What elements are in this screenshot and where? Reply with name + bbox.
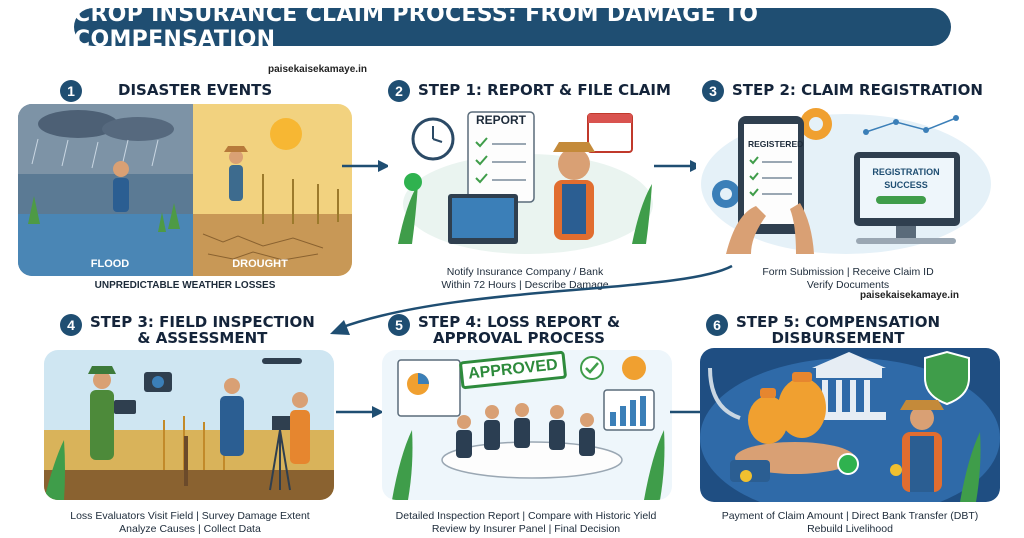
- watermark-top: paisekaisekamaye.in: [268, 64, 367, 75]
- step-6-title: STEP 5: COMPENSATION DISBURSEMENT: [736, 314, 940, 346]
- page-title: CROP INSURANCE CLAIM PROCESS: FROM DAMAG…: [74, 2, 951, 52]
- step-5-caption-line-2: Review by Insurer Panel | Final Decision: [431, 523, 621, 535]
- step-1-illustration: [18, 104, 352, 276]
- step-1-number: 1: [60, 80, 82, 102]
- step-4-caption-line-1: Loss Evaluators Visit Field | Survey Dam…: [70, 510, 310, 522]
- step-3-caption: Form Submission | Receive Claim ID Verif…: [706, 266, 990, 292]
- step-6-caption-line-2: Rebuild Livelihood: [807, 523, 893, 535]
- step-4-title: STEP 3: FIELD INSPECTION & ASSESSMENT: [90, 314, 315, 346]
- step-4-title-line-2: & ASSESSMENT: [137, 329, 268, 347]
- drought-label: DROUGHT: [232, 258, 288, 270]
- step-4-header: 4 STEP 3: FIELD INSPECTION & ASSESSMENT: [60, 314, 315, 346]
- step-3-caption-line-2: Verify Documents: [806, 279, 890, 291]
- step-1-caption-line-1: UNPREDICTABLE WEATHER LOSSES: [94, 280, 276, 291]
- step-6-number: 6: [706, 314, 728, 336]
- step-5-number: 5: [388, 314, 410, 336]
- step-4-caption: Loss Evaluators Visit Field | Survey Dam…: [40, 510, 340, 536]
- step-2-caption: Notify Insurance Company / Bank Within 7…: [398, 266, 652, 292]
- report-label: REPORT: [475, 113, 526, 127]
- arrow-3-to-4: [330, 264, 733, 335]
- step-5-title-line-2: APPROVAL PROCESS: [433, 329, 605, 347]
- step-4-title-line-1: STEP 3: FIELD INSPECTION: [90, 313, 315, 331]
- step-5-caption-line-1: Detailed Inspection Report | Compare wit…: [395, 510, 657, 522]
- step-2-title: STEP 1: REPORT & FILE CLAIM: [418, 81, 671, 99]
- step-3-caption-line-1: Form Submission | Receive Claim ID: [762, 266, 934, 278]
- step-5-title: STEP 4: LOSS REPORT & APPROVAL PROCESS: [418, 314, 620, 346]
- arrow-1-to-2: [342, 160, 390, 172]
- step-6-title-line-2: DISBURSEMENT: [771, 329, 905, 347]
- step-1-caption: UNPREDICTABLE WEATHER LOSSES: [40, 279, 330, 292]
- step-3-number: 3: [702, 80, 724, 102]
- registered-label: REGISTERED: [748, 139, 804, 149]
- step-3-title: STEP 2: CLAIM REGISTRATION: [732, 81, 983, 99]
- step-5-header: 5 STEP 4: LOSS REPORT & APPROVAL PROCESS: [388, 314, 620, 346]
- step-1-title: DISASTER EVENTS: [118, 81, 273, 99]
- step-6-title-line-1: STEP 5: COMPENSATION: [736, 313, 941, 331]
- step-2-number: 2: [388, 80, 410, 102]
- step-6-caption: Payment of Claim Amount | Direct Bank Tr…: [700, 510, 1000, 536]
- step-2-caption-line-2: Within 72 Hours | Describe Damage: [441, 279, 609, 291]
- step-4-caption-line-2: Analyze Causes | Collect Data: [119, 523, 261, 535]
- step-6-caption-line-1: Payment of Claim Amount | Direct Bank Tr…: [721, 510, 979, 522]
- flood-label: FLOOD: [90, 258, 130, 270]
- step-2-illustration: [388, 104, 662, 254]
- step-1-header: 1 DISASTER EVENTS: [60, 80, 272, 102]
- step-6-illustration: [700, 348, 1000, 502]
- step-5-title-line-1: STEP 4: LOSS REPORT &: [418, 313, 621, 331]
- step-4-number: 4: [60, 314, 82, 336]
- arrow-4-to-5: [336, 406, 384, 418]
- step-3-header: 3 STEP 2: CLAIM REGISTRATION: [702, 80, 983, 102]
- registration-success-label: REGISTRATION SUCCESS: [872, 167, 940, 190]
- step-2-header: 2 STEP 1: REPORT & FILE CLAIM: [388, 80, 671, 102]
- step-6-header: 6 STEP 5: COMPENSATION DISBURSEMENT: [706, 314, 940, 346]
- step-2-caption-line-1: Notify Insurance Company / Bank: [446, 266, 604, 278]
- watermark-bottom: paisekaisekamaye.in: [860, 290, 959, 301]
- step-3-illustration: [696, 104, 996, 254]
- step-4-illustration: [44, 350, 334, 500]
- step-5-caption: Detailed Inspection Report | Compare wit…: [376, 510, 676, 536]
